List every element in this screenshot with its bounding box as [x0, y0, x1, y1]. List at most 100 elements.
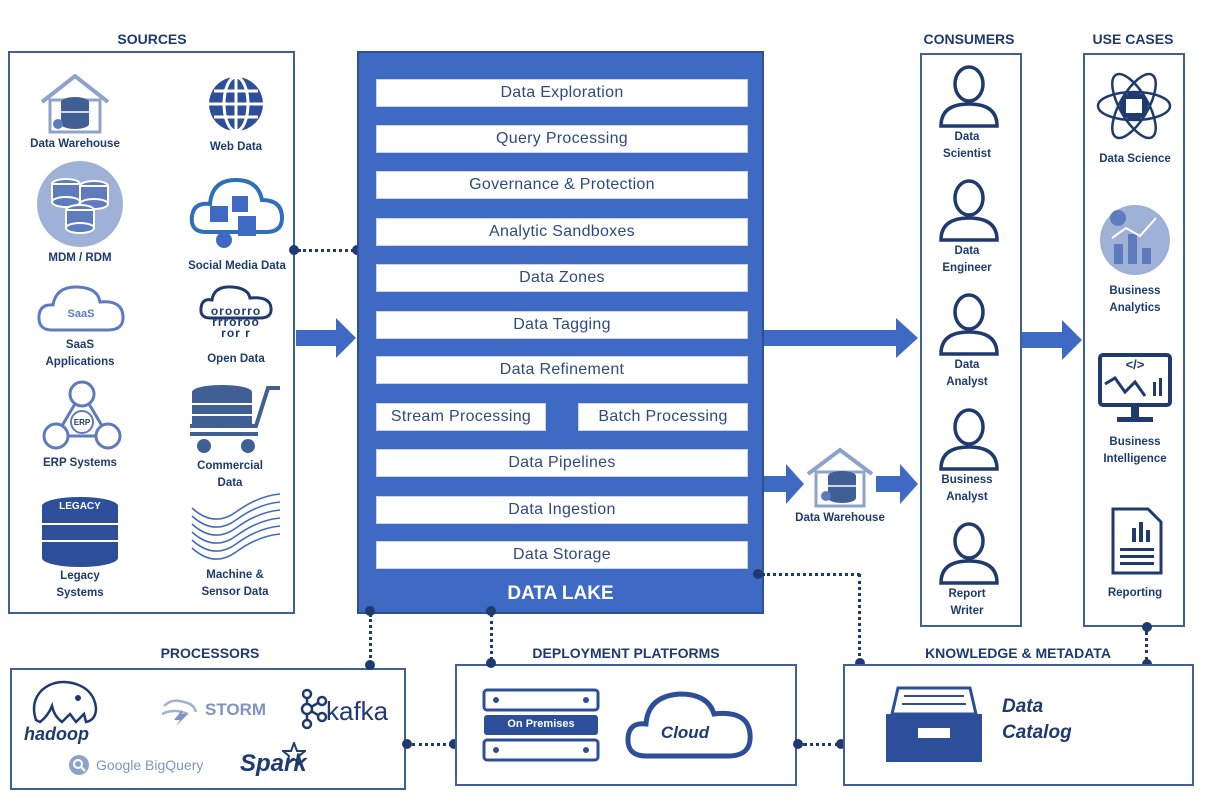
on-premises-label: On Premises	[507, 718, 575, 730]
cloud-label: Cloud	[660, 723, 710, 742]
globe-icon	[209, 75, 263, 133]
processors-header: PROCESSORS	[160, 645, 260, 661]
data-warehouse-icon	[40, 73, 110, 134]
analytics-chart-icon	[1100, 205, 1170, 275]
source-commercial-label: Commercial Data	[197, 460, 263, 489]
open-data-cloud-icon	[199, 285, 273, 320]
sources-header: SOURCES	[117, 31, 187, 47]
arrow-lake-to-consumers	[764, 318, 918, 358]
source-saas-label: SaaS Applications	[45, 339, 115, 368]
consumer-report-writer-label: Report Writer	[948, 588, 986, 617]
layer-stream-processing: Stream Processing	[376, 403, 546, 431]
usecase-business-analytics-label: Business Analytics	[1109, 285, 1161, 314]
connector-dot	[449, 739, 459, 749]
sensor-waves-icon	[191, 493, 281, 560]
usecase-data-science-label: Data Science	[1099, 153, 1171, 165]
connector-dot	[365, 606, 375, 616]
source-mdm-label: MDM / RDM	[48, 252, 112, 264]
source-erp-label: ERP Systems	[43, 457, 117, 469]
data-catalog-label: Data Catalog	[1002, 696, 1072, 743]
connector-dot	[486, 606, 496, 616]
layer-governance: Governance & Protection	[376, 171, 748, 199]
kafka-logo-text: kafka	[326, 696, 389, 726]
source-legacy-label: Legacy Systems	[56, 570, 104, 599]
shopping-cart-icon	[190, 385, 280, 453]
social-cloud-icon	[189, 177, 285, 248]
person-icon	[939, 293, 999, 356]
lake-deployment-connector	[490, 614, 493, 660]
connector-dot	[793, 739, 803, 749]
person-icon	[939, 408, 999, 471]
knowledge-header: KNOWLEDGE & METADATA	[925, 645, 1111, 661]
arrow-lake-to-warehouse	[764, 464, 804, 504]
processors-deployment-connector	[412, 743, 452, 746]
layer-query-processing: Query Processing	[376, 125, 748, 153]
person-icon	[939, 65, 999, 128]
consumer-business-analyst-label: Business Analyst	[941, 474, 993, 503]
report-document-icon	[1111, 507, 1163, 575]
saas-cloud-icon	[37, 285, 125, 332]
erp-network-icon	[42, 380, 122, 450]
usecase-reporting-label: Reporting	[1107, 587, 1163, 599]
saas-icon-text: SaaS	[67, 308, 95, 320]
data-lake-panel: Data Exploration Query Processing Govern…	[357, 51, 764, 614]
layer-data-zones: Data Zones	[376, 264, 748, 292]
connector-dot	[855, 658, 865, 668]
sources-lake-connector	[298, 249, 354, 252]
use-cases-header: USE CASES	[1092, 31, 1174, 47]
legacy-icon-text: LEGACY	[59, 501, 101, 512]
lake-knowledge-connector-v	[858, 574, 861, 662]
warehouse-icon	[806, 447, 874, 508]
consumer-engineer-label: Data Engineer	[942, 245, 992, 274]
person-icon	[939, 179, 999, 242]
database-cluster-icon	[37, 161, 123, 247]
cloud-icon	[625, 691, 753, 759]
layer-data-refinement: Data Refinement	[376, 356, 748, 384]
connector-dot	[486, 658, 496, 668]
erp-icon-text: ERP	[73, 418, 91, 427]
arrow-consumers-to-usecases	[1022, 320, 1082, 360]
connector-dot	[836, 739, 846, 749]
person-icon	[939, 522, 999, 585]
bigquery-logo-text: Google BigQuery	[96, 757, 204, 773]
hadoop-elephant-icon	[32, 680, 98, 724]
connector-dot	[289, 245, 299, 255]
layer-data-exploration: Data Exploration	[376, 79, 748, 107]
arrow-sources-to-lake	[296, 318, 356, 358]
consumer-scientist-label: Data Scientist	[943, 131, 991, 160]
connector-dot	[1142, 622, 1152, 632]
layer-data-ingestion: Data Ingestion	[376, 496, 748, 524]
lake-processors-connector	[369, 614, 372, 664]
connector-dot	[753, 569, 763, 579]
file-cabinet-icon	[886, 686, 982, 762]
source-machine-label: Machine & Sensor Data	[201, 569, 269, 598]
storm-bolt-icon	[161, 699, 198, 726]
deployment-knowledge-connector	[803, 743, 839, 746]
usecase-business-intelligence-label: Business Intelligence	[1103, 436, 1167, 465]
storm-logo-text: STORM	[205, 700, 267, 719]
hadoop-logo-text: hadoop	[24, 724, 89, 744]
layer-analytic-sandboxes: Analytic Sandboxes	[376, 218, 748, 246]
spark-star-icon	[282, 742, 306, 766]
layer-data-storage: Data Storage	[376, 541, 748, 569]
lake-knowledge-connector-h	[762, 573, 860, 576]
monitor-code-icon	[1098, 353, 1172, 422]
connector-dot	[365, 660, 375, 670]
source-web-data-label: Web Data	[209, 141, 263, 153]
legacy-database-icon	[42, 497, 118, 567]
atom-database-icon	[1096, 72, 1172, 140]
arrow-warehouse-to-consumers	[876, 464, 918, 504]
source-data-warehouse-label: Data Warehouse	[30, 138, 120, 150]
data-lake-title: DATA LAKE	[507, 583, 614, 604]
layer-batch-processing: Batch Processing	[578, 403, 748, 431]
kafka-nodes-icon	[300, 688, 328, 730]
layer-data-tagging: Data Tagging	[376, 311, 748, 339]
consumers-header: CONSUMERS	[923, 31, 1015, 47]
source-social-label: Social Media Data	[188, 260, 286, 272]
consumer-analyst-label: Data Analyst	[946, 359, 988, 388]
layer-data-pipelines: Data Pipelines	[376, 449, 748, 477]
middle-warehouse-label: Data Warehouse	[795, 512, 885, 524]
open-data-icon-text: oroorro rrroroo ror r	[210, 304, 262, 340]
connector-dot	[402, 739, 412, 749]
source-open-data-label: Open Data	[207, 353, 265, 365]
